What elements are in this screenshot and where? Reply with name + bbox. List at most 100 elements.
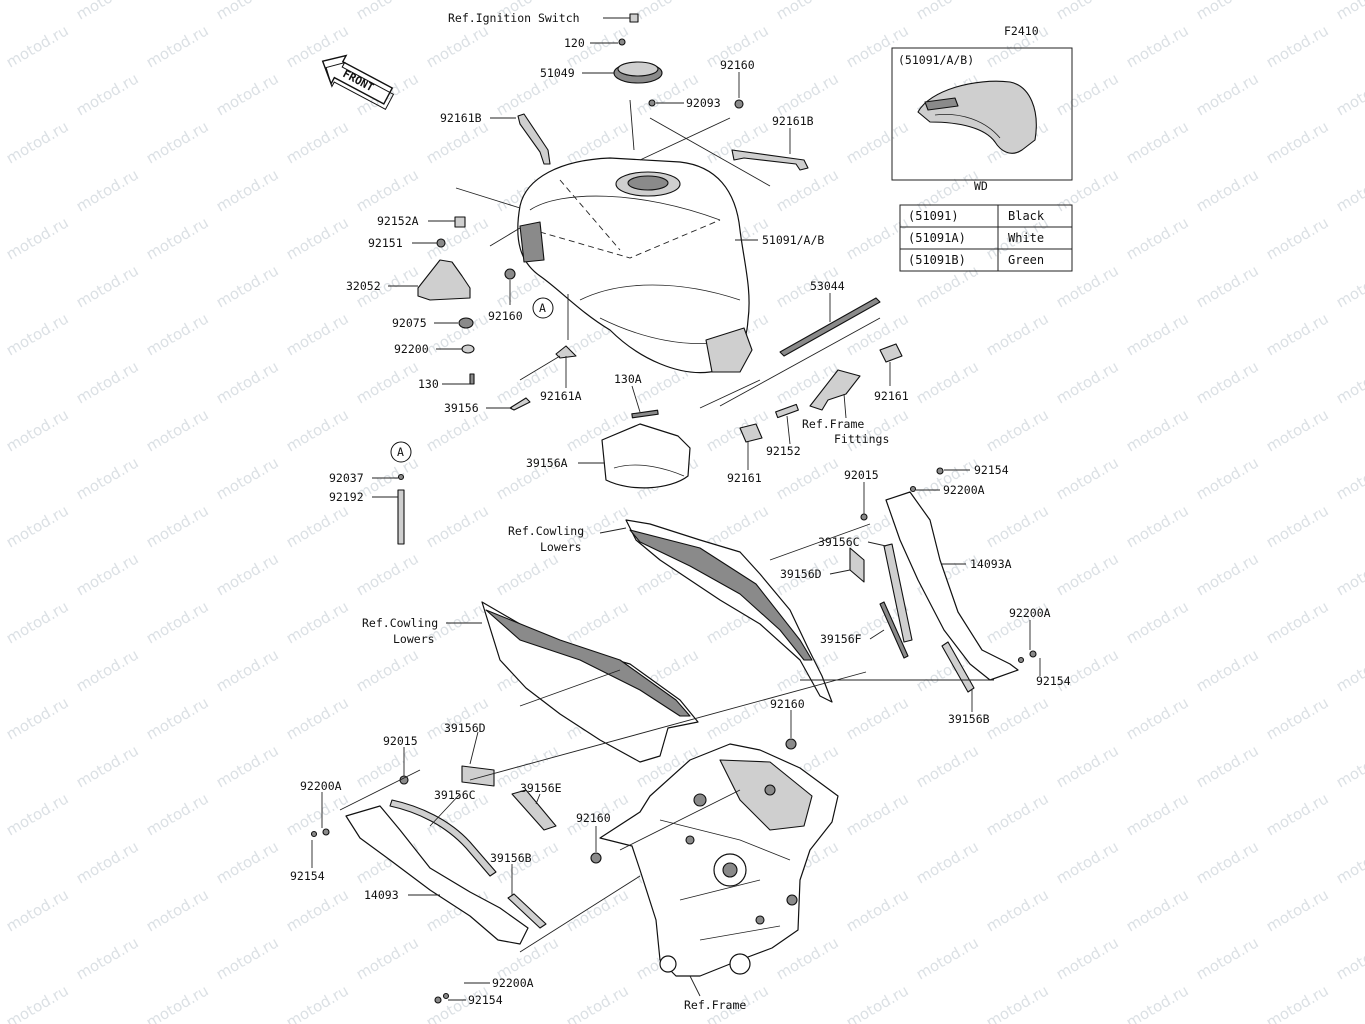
pad-39156e — [511, 789, 557, 831]
diagram-code: F2410 — [1004, 24, 1039, 38]
part-number: 92161A — [540, 389, 582, 403]
watermark-text: motod.ru — [1053, 837, 1122, 887]
part-number: 92152A — [377, 214, 419, 228]
watermark-text: motod.ru — [283, 885, 352, 935]
watermark-text: motod.ru — [1193, 69, 1262, 119]
watermark-text: motod.ru — [143, 789, 212, 839]
watermark-text: motod.ru — [213, 645, 282, 695]
watermark-text: motod.ru — [0, 837, 2, 887]
inset-caption: WD — [974, 179, 988, 193]
strip-39156b-r — [941, 641, 975, 693]
callout-letter: A — [539, 301, 546, 315]
watermark-text: motod.ru — [143, 597, 212, 647]
part-number: 92160 — [576, 811, 611, 825]
part-number: 92200 — [394, 342, 429, 356]
watermark-text: motod.ru — [1193, 549, 1262, 599]
watermark-text: motod.ru — [1263, 597, 1332, 647]
watermark-text: motod.ru — [1053, 453, 1122, 503]
watermark-text: motod.ru — [843, 117, 912, 167]
watermark-text: motod.ru — [1193, 165, 1262, 215]
part-number: 120 — [564, 36, 585, 50]
watermark-text: motod.ru — [0, 933, 2, 983]
strip-39156c-l — [389, 799, 497, 877]
watermark-text: motod.ru — [983, 405, 1052, 455]
watermark-text: motod.ru — [913, 165, 982, 215]
part-number: 39156F — [820, 632, 862, 646]
color-code: (51091) — [908, 209, 959, 223]
watermark-text: motod.ru — [983, 885, 1052, 935]
watermark-text: motod.ru — [843, 789, 912, 839]
watermark-text: motod.ru — [213, 261, 282, 311]
part-number: 92161B — [772, 114, 814, 128]
watermark-text: motod.ru — [1263, 405, 1332, 455]
watermark-text: motod.ru — [1333, 0, 1365, 23]
ref-label: Lowers — [393, 632, 435, 646]
part-number: 92160 — [770, 697, 805, 711]
inset-title: (51091/A/B) — [898, 53, 974, 67]
ref-label: Ref.Frame — [802, 417, 864, 431]
part-number: 39156A — [526, 456, 568, 470]
part-number: 51091/A/B — [762, 233, 824, 247]
watermark-text: motod.ru — [283, 213, 352, 263]
watermark-text: motod.ru — [213, 549, 282, 599]
watermark-text: motod.ru — [1193, 357, 1262, 407]
watermark-text: motod.ru — [213, 933, 282, 983]
part-number: 130A — [614, 372, 642, 386]
watermark-text: motod.ru — [213, 741, 282, 791]
color-name: White — [1008, 231, 1044, 245]
watermark-text: motod.ru — [1123, 309, 1192, 359]
watermark-text: motod.ru — [0, 0, 2, 23]
part-number: 92154 — [1036, 674, 1071, 688]
watermark-text: motod.ru — [283, 597, 352, 647]
watermark-text: motod.ru — [353, 165, 422, 215]
part-number: 92161 — [727, 471, 762, 485]
watermark-text: motod.ru — [213, 0, 282, 23]
grommet-right — [879, 343, 903, 363]
rod-92192 — [397, 489, 405, 545]
part-number: 92093 — [686, 96, 721, 110]
color-name: Green — [1008, 253, 1044, 267]
part-number: 92015 — [844, 468, 879, 482]
watermark-text: motod.ru — [1263, 213, 1332, 263]
fuel-tank — [517, 157, 753, 374]
watermark-text: motod.ru — [1053, 69, 1122, 119]
watermark-text: motod.ru — [913, 837, 982, 887]
clip-92037 — [397, 473, 405, 481]
watermark-text: motod.ru — [913, 357, 982, 407]
watermark-text: motod.ru — [3, 501, 72, 551]
watermark-text: motod.ru — [1123, 405, 1192, 455]
watermark-text: motod.ru — [1053, 549, 1122, 599]
ref-label: Lowers — [540, 540, 582, 554]
watermark-text: motod.ru — [843, 213, 912, 263]
watermark-text: motod.ru — [73, 69, 142, 119]
watermark-text: motod.ru — [1053, 357, 1122, 407]
part-number: 92161B — [440, 111, 482, 125]
watermark-text: motod.ru — [1333, 837, 1365, 887]
watermark-text: motod.ru — [1193, 453, 1262, 503]
bracket-right — [731, 149, 809, 171]
part-number: 92154 — [974, 463, 1009, 477]
part-number: 14093 — [364, 888, 399, 902]
leader-lines — [311, 17, 1041, 1001]
part-number: 39156 — [444, 401, 479, 415]
watermark-text: motod.ru — [73, 165, 142, 215]
part-number: 92200A — [300, 779, 342, 793]
watermark-text: motod.ru — [3, 309, 72, 359]
callout-a: A — [532, 297, 554, 319]
grommet-mid — [739, 423, 763, 443]
strip-39156c-r — [883, 543, 913, 643]
watermark-text: motod.ru — [843, 693, 912, 743]
watermark-text: motod.ru — [983, 981, 1052, 1024]
watermark-text: motod.ru — [1193, 837, 1262, 887]
watermark-text: motod.ru — [563, 885, 632, 935]
watermark-text: motod.ru — [0, 69, 2, 119]
watermark-text: motod.ru — [1333, 69, 1365, 119]
watermark-text: motod.ru — [143, 309, 212, 359]
part-number: 39156C — [434, 788, 476, 802]
watermark-text: motod.ru — [1193, 741, 1262, 791]
inset-box: (51091/A/B) WD — [891, 47, 1073, 193]
part-number: 92075 — [392, 316, 427, 330]
part-number: 92154 — [290, 869, 325, 883]
watermark-text: motod.ru — [143, 213, 212, 263]
